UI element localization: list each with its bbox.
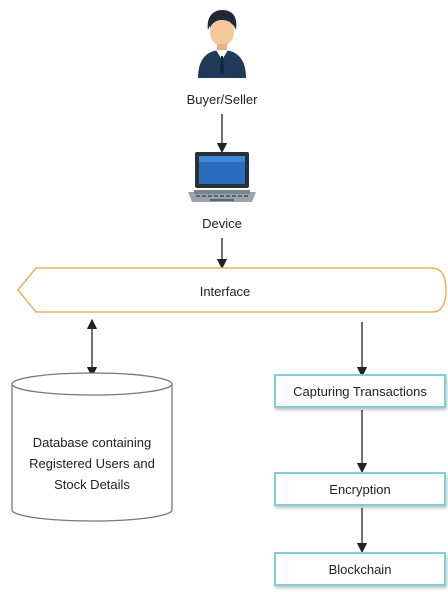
database-cylinder	[11, 372, 173, 522]
database-label: Database containing Registered Users and…	[14, 432, 170, 495]
actor-label: Buyer/Seller	[186, 92, 258, 107]
device-label: Device	[202, 216, 242, 231]
database-label-line: Database containing	[32, 435, 152, 450]
laptop-icon	[188, 152, 256, 202]
database-label-line: Stock Details	[54, 477, 130, 492]
user-icon	[198, 10, 246, 78]
step-encryption: Encryption	[274, 472, 446, 506]
step-blockchain: Blockchain	[274, 552, 446, 586]
database-label-line: Registered Users and	[29, 456, 155, 471]
interface-label: Interface	[199, 284, 251, 299]
step-capturing-transactions: Capturing Transactions	[274, 374, 446, 408]
